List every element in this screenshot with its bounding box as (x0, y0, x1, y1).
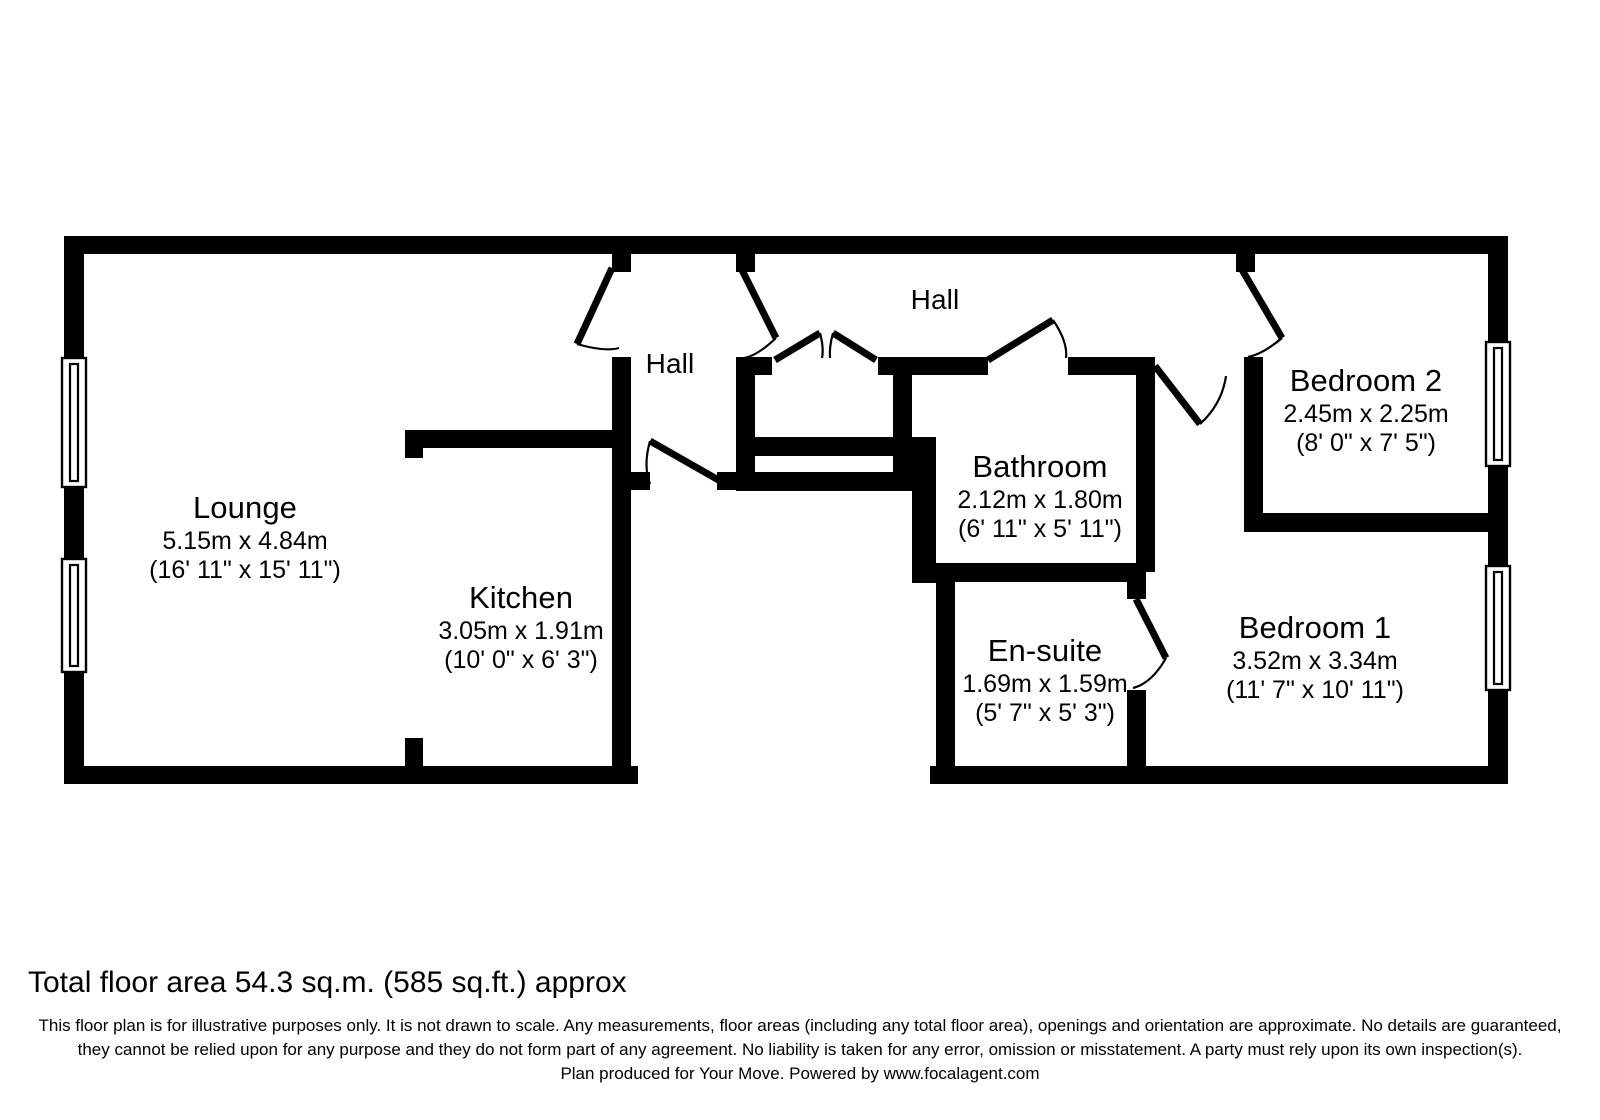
disclaimer: This floor plan is for illustrative purp… (0, 1014, 1600, 1086)
room-dim-metric-bedroom1: 3.52m x 3.34m (1232, 646, 1398, 675)
disclaimer-line-2: they cannot be relied upon for any purpo… (77, 1040, 1523, 1060)
door-bedroom2-inner (1152, 363, 1228, 427)
room-name-kitchen: Kitchen (468, 580, 574, 615)
room-name-lounge: Lounge (192, 490, 298, 525)
room-label-ensuite: En-suite 1.69m x 1.59m (5' 7" x 5' 3") (950, 633, 1140, 729)
room-dim-metric-bedroom2: 2.45m x 2.25m (1283, 399, 1449, 428)
room-label-bedroom1: Bedroom 1 3.52m x 3.34m (11' 7" x 10' 11… (1190, 610, 1440, 706)
room-label-hall-left: Hall (620, 347, 720, 380)
room-dim-imperial-bathroom: (6' 11" x 5' 11") (958, 515, 1122, 544)
room-name-bathroom: Bathroom (972, 449, 1108, 484)
room-dim-imperial-kitchen: (10' 0" x 6' 3") (444, 646, 598, 675)
room-label-kitchen: Kitchen 3.05m x 1.91m (10' 0" x 6' 3") (396, 580, 646, 676)
window-left-lower (60, 557, 88, 674)
room-label-bathroom: Bathroom 2.12m x 1.80m (6' 11" x 5' 11") (940, 449, 1140, 545)
door-ensuite (1132, 597, 1170, 690)
door-bathroom (986, 317, 1068, 363)
window-right-lower (1484, 564, 1512, 692)
door-kitchen-hall (645, 437, 724, 486)
total-floor-area: Total floor area 54.3 sq.m. (585 sq.ft.)… (28, 966, 627, 999)
interior-walls (405, 254, 1508, 784)
door-bedroom2-top (1237, 266, 1286, 359)
room-dim-imperial-ensuite: (5' 7" x 5' 3") (975, 699, 1115, 728)
room-dim-imperial-lounge: (16' 11" x 15' 11") (149, 556, 341, 585)
room-dim-imperial-bedroom2: (8' 0" x 7' 5") (1296, 429, 1436, 458)
window-left-upper (60, 356, 88, 489)
room-dim-metric-ensuite: 1.69m x 1.59m (962, 669, 1128, 698)
room-dim-imperial-bedroom1: (11' 7" x 10' 11") (1226, 676, 1404, 705)
room-label-lounge: Lounge 5.15m x 4.84m (16' 11" x 15' 11") (100, 490, 390, 586)
room-dim-metric-bathroom: 2.12m x 1.80m (957, 485, 1123, 514)
room-name-bedroom2: Bedroom 2 (1289, 363, 1443, 398)
door-hall-centre-left (773, 329, 824, 364)
disclaimer-line-1: This floor plan is for illustrative purp… (38, 1016, 1562, 1035)
room-name-ensuite: En-suite (987, 633, 1103, 668)
room-label-hall-right: Hall (880, 283, 990, 316)
room-name-bedroom1: Bedroom 1 (1238, 610, 1392, 645)
room-name-hall-right: Hall (910, 284, 960, 315)
door-hall-upper (737, 266, 780, 360)
room-name-hall-left: Hall (645, 348, 695, 379)
window-right-upper (1484, 340, 1512, 468)
door-hall-centre-right (828, 330, 878, 363)
room-label-bedroom2: Bedroom 2 2.45m x 2.25m (8' 0" x 7' 5") (1250, 363, 1482, 459)
door-lounge-hall (573, 266, 620, 351)
exterior-walls (64, 236, 1508, 784)
disclaimer-line-3: Plan produced for Your Move. Powered by … (560, 1064, 1040, 1084)
room-dim-metric-lounge: 5.15m x 4.84m (162, 526, 328, 555)
room-dim-metric-kitchen: 3.05m x 1.91m (438, 616, 604, 645)
